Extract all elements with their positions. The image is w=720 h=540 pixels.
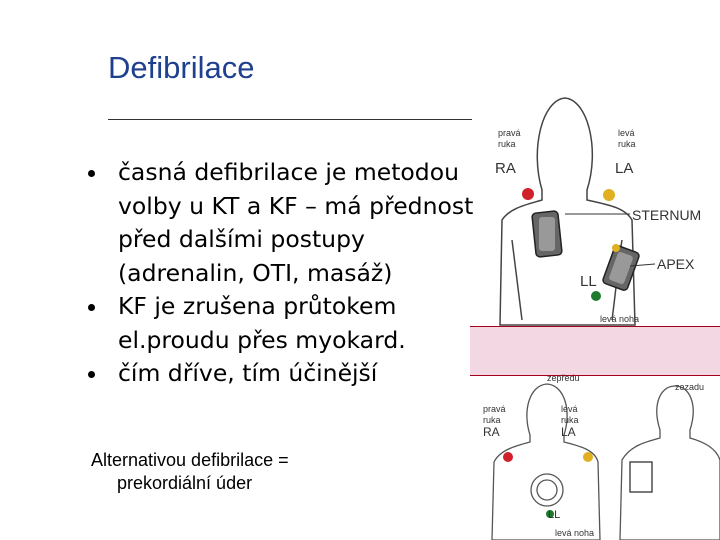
apex-paddle-icon — [602, 245, 640, 291]
bullet-item: časná defibrilace je metodou volby u KT … — [85, 156, 485, 290]
right-arm-label-2: ruka — [498, 139, 516, 149]
bullet-dot-icon — [88, 371, 95, 378]
bullet-item: KF je zrušena průtokem el.proudu přes my… — [85, 290, 485, 357]
left-arm-label-2: ruka — [618, 139, 636, 149]
right-arm-label-bottom-2: ruka — [483, 415, 501, 425]
ll-electrode-front-icon — [546, 510, 554, 518]
la-electrode-front-icon — [583, 452, 593, 462]
divider-band — [470, 326, 720, 376]
bullet-dot-icon — [88, 304, 95, 311]
torso-front-illustration — [491, 383, 601, 540]
ra-label: RA — [495, 160, 516, 177]
electrode-placement-figure: pravá ruka levá ruka RA LA STERNUM APEX … — [483, 97, 720, 540]
sternum-paddle-icon — [531, 210, 563, 258]
ll-label-bottom: LL — [548, 509, 560, 521]
sternum-label: STERNUM — [632, 207, 701, 223]
note-line-2: prekordiální úder — [117, 473, 253, 493]
right-arm-label: pravá — [498, 128, 521, 138]
bullet-text: KF je zrušena průtokem el.proudu přes my… — [118, 292, 406, 354]
bullet-list: časná defibrilace je metodou volby u KT … — [85, 156, 485, 391]
title-underline — [108, 119, 472, 120]
left-arm-label-bottom: levá — [561, 404, 578, 414]
ra-electrode-front-icon — [503, 452, 513, 462]
apex-label: APEX — [657, 256, 695, 272]
ll-electrode-icon — [591, 291, 601, 301]
ra-label-bottom: RA — [483, 425, 500, 439]
left-arm-label: levá — [618, 128, 635, 138]
small-electrode-icon — [612, 244, 620, 252]
la-electrode-icon — [603, 189, 615, 201]
bullet-text: časná defibrilace je metodou volby u KT … — [118, 158, 474, 287]
torso-back-illustration — [619, 385, 720, 540]
note: Alternativou defibrilace = prekordiální … — [91, 449, 391, 495]
la-label: LA — [615, 160, 633, 177]
front-label: zepředu — [547, 373, 580, 383]
ra-electrode-icon — [522, 188, 534, 200]
left-leg-label: levá noha — [600, 314, 639, 324]
bullet-item: čím dříve, tím účinější — [85, 357, 485, 391]
right-arm-label-bottom: pravá — [483, 404, 506, 414]
bullet-dot-icon — [88, 170, 95, 177]
note-line-1: Alternativou defibrilace = — [91, 450, 289, 470]
left-leg-label-bottom: levá noha — [555, 528, 594, 538]
la-label-bottom: LA — [561, 425, 576, 439]
bullet-text: čím dříve, tím účinější — [118, 359, 378, 387]
back-label: zezadu — [675, 382, 704, 392]
ll-label: LL — [580, 273, 597, 290]
slide-title: Defibrilace — [108, 50, 255, 85]
left-arm-label-bottom-2: ruka — [561, 415, 579, 425]
